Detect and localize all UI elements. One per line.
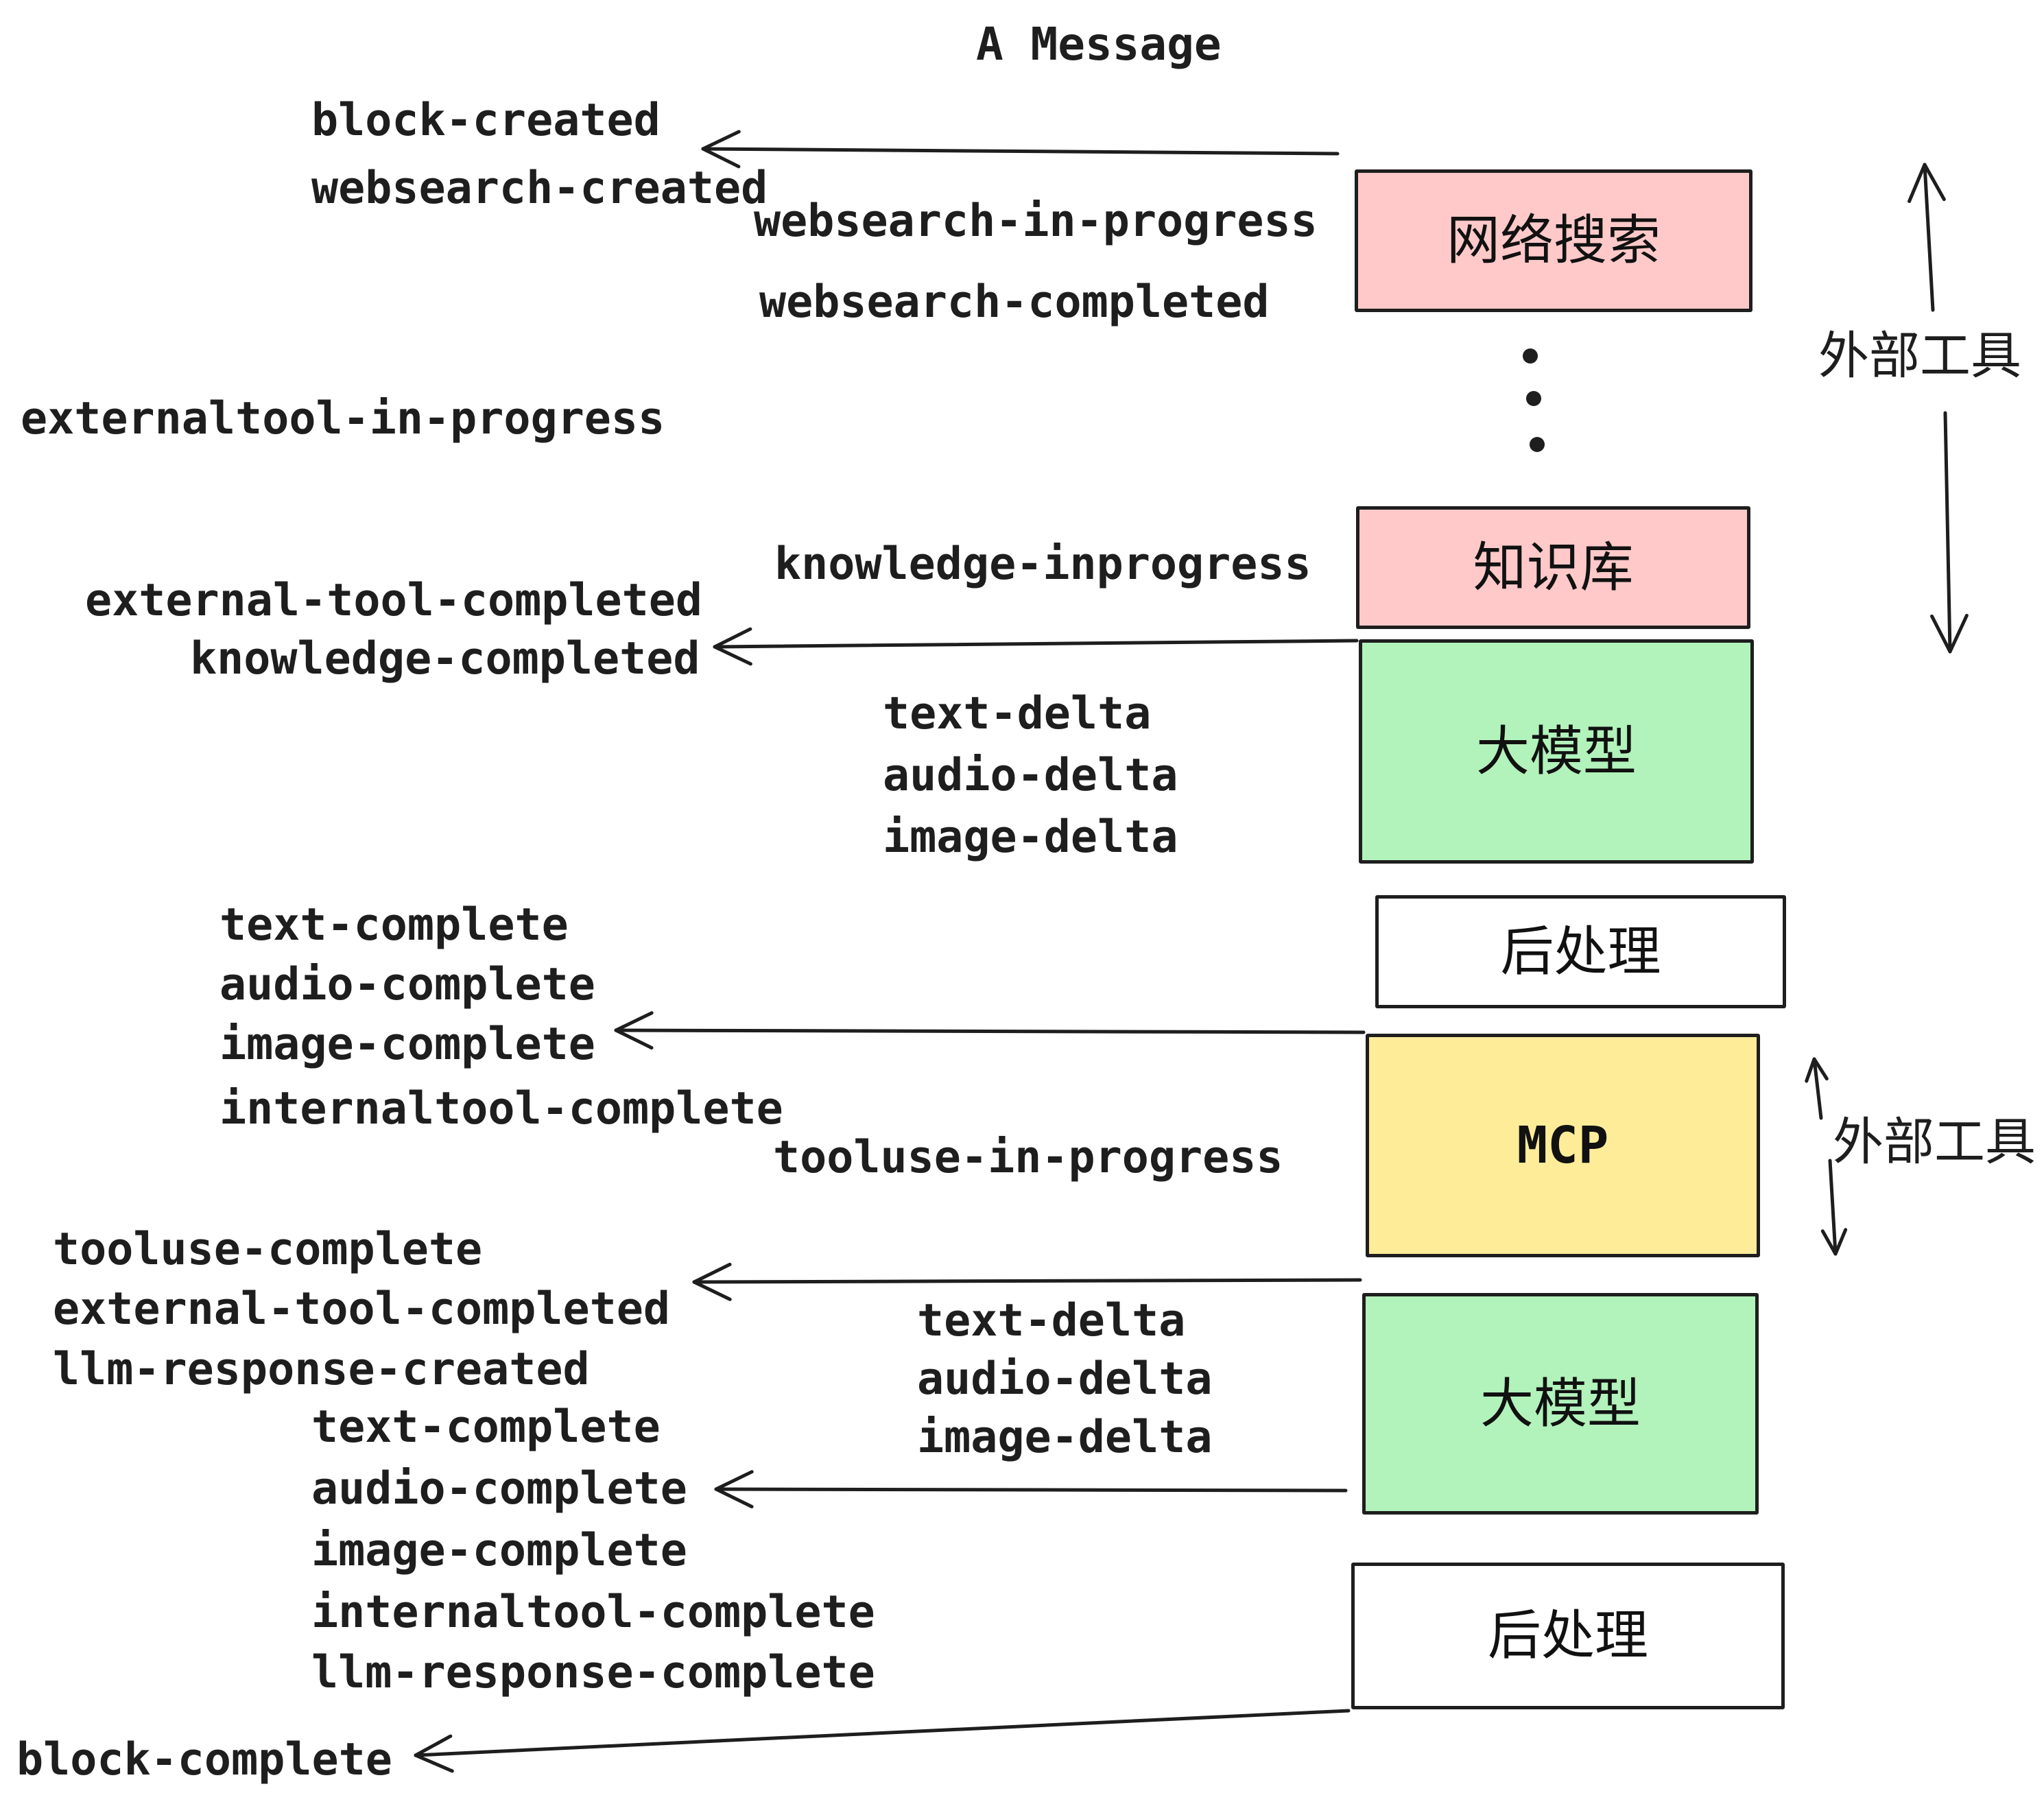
external-tools-up-arrow-1-head bbox=[1908, 163, 1927, 203]
event-label: audio-delta bbox=[917, 1353, 1213, 1405]
flow-box-mcp: MCP bbox=[1366, 1034, 1760, 1257]
flow-box-label: 知识库 bbox=[1473, 536, 1634, 599]
arrow-to-tooluse-complete-head bbox=[692, 1280, 732, 1301]
ellipsis-dot bbox=[1523, 348, 1538, 364]
arrow-to-audio-complete bbox=[714, 1487, 1348, 1493]
external-tools-up-arrow-2-head bbox=[1805, 1057, 1816, 1083]
event-label: text-complete bbox=[219, 899, 569, 951]
event-label: knowledge-completed bbox=[190, 633, 700, 685]
external-tools-down-arrow-2-head bbox=[1833, 1228, 1848, 1256]
event-label: image-complete bbox=[219, 1019, 595, 1070]
arrow-to-block-created bbox=[701, 147, 1340, 156]
event-label: tooluse-complete bbox=[53, 1224, 483, 1275]
ellipsis-dot bbox=[1530, 437, 1545, 452]
event-label: text-delta bbox=[917, 1295, 1186, 1346]
flow-box-websearch: 网络搜索 bbox=[1355, 169, 1752, 312]
external-tools-label: 外部工具 bbox=[1833, 1113, 2036, 1172]
external-tools-down-arrow-1-head bbox=[1948, 613, 1969, 654]
external-tools-down-arrow-2 bbox=[1828, 1159, 1838, 1256]
arrow-to-knowledge-completed bbox=[713, 639, 1359, 649]
external-tools-down-arrow-1 bbox=[1943, 411, 1952, 654]
arrow-to-block-complete-head bbox=[414, 1753, 454, 1773]
event-label: image-delta bbox=[883, 811, 1178, 863]
arrow-to-tooluse-complete-head bbox=[692, 1262, 732, 1284]
external-tools-down-arrow-2-head bbox=[1820, 1229, 1838, 1256]
event-label: externaltool-in-progress bbox=[21, 393, 665, 444]
event-label: audio-complete bbox=[311, 1463, 687, 1515]
arrow-to-tooluse-complete bbox=[692, 1278, 1362, 1284]
event-label: tooluse-in-progress bbox=[773, 1132, 1283, 1183]
arrow-to-block-complete-head bbox=[414, 1734, 453, 1757]
flow-box-label: 大模型 bbox=[1479, 1373, 1641, 1435]
flow-box-label: 后处理 bbox=[1487, 1605, 1648, 1667]
flow-box-post-1: 后处理 bbox=[1375, 895, 1786, 1008]
external-tools-up-arrow-2-head bbox=[1812, 1057, 1829, 1081]
flow-box-post-2: 后处理 bbox=[1351, 1563, 1785, 1709]
ellipsis-dot bbox=[1526, 391, 1541, 406]
event-label: internaltool-complete bbox=[311, 1587, 875, 1638]
event-label: image-delta bbox=[917, 1412, 1213, 1463]
event-label: block-created bbox=[311, 95, 661, 146]
event-label: audio-delta bbox=[883, 750, 1178, 801]
event-label: llm-response-created bbox=[53, 1344, 590, 1395]
arrow-to-block-complete bbox=[414, 1709, 1351, 1757]
arrow-to-knowledge-completed-head bbox=[713, 627, 752, 649]
diagram-title: A Message bbox=[976, 18, 1222, 71]
flow-box-llm-2: 大模型 bbox=[1362, 1293, 1759, 1515]
external-tools-up-arrow-1 bbox=[1923, 163, 1935, 312]
flow-box-label: 网络搜索 bbox=[1446, 210, 1661, 272]
external-tools-label: 外部工具 bbox=[1818, 327, 2021, 385]
event-label: knowledge-inprogress bbox=[774, 538, 1311, 590]
flow-box-llm-1: 大模型 bbox=[1359, 639, 1754, 864]
event-label: llm-response-complete bbox=[311, 1647, 875, 1698]
arrow-to-image-complete bbox=[614, 1028, 1366, 1034]
event-label: external-tool-completed bbox=[53, 1283, 671, 1335]
arrow-to-audio-complete-head bbox=[714, 1470, 754, 1491]
flow-box-label: MCP bbox=[1517, 1116, 1609, 1175]
external-tools-up-arrow-2 bbox=[1812, 1057, 1823, 1120]
arrow-to-image-complete-head bbox=[614, 1011, 654, 1032]
arrow-to-knowledge-completed-head bbox=[713, 645, 752, 666]
event-label: external-tool-completed bbox=[85, 575, 703, 626]
external-tools-down-arrow-1-head bbox=[1930, 614, 1952, 654]
event-label: text-complete bbox=[311, 1401, 661, 1453]
event-label: image-complete bbox=[311, 1525, 687, 1576]
arrow-to-audio-complete-head bbox=[714, 1487, 754, 1509]
event-label: block-complete bbox=[16, 1734, 392, 1785]
event-label: websearch-created bbox=[311, 163, 768, 214]
event-label: text-delta bbox=[883, 688, 1152, 739]
flow-box-knowledge: 知识库 bbox=[1356, 506, 1750, 629]
external-tools-up-arrow-1-head bbox=[1923, 163, 1946, 202]
event-label: websearch-in-progress bbox=[754, 195, 1318, 247]
flow-box-label: 大模型 bbox=[1475, 720, 1637, 783]
flow-box-label: 后处理 bbox=[1500, 921, 1661, 983]
arrow-to-image-complete-head bbox=[614, 1028, 654, 1050]
event-label: internaltool-complete bbox=[219, 1083, 783, 1135]
event-label: audio-complete bbox=[219, 959, 595, 1010]
arrow-to-block-created-head bbox=[701, 130, 741, 151]
event-label: websearch-completed bbox=[759, 276, 1270, 328]
